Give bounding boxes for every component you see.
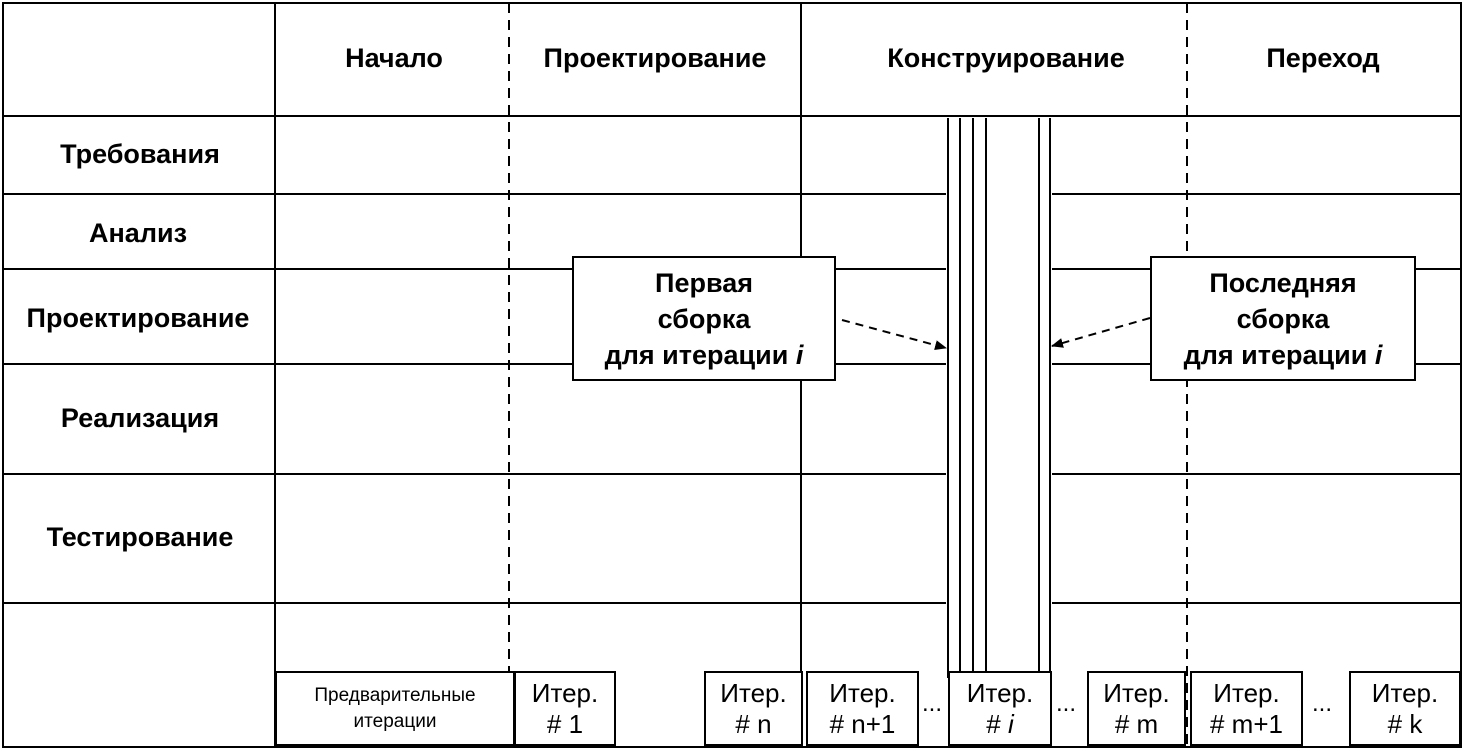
last-build-arrow [1051,317,1151,348]
iteration-n: Итер.# n [704,671,803,746]
ellipsis: ... [1056,690,1077,717]
phase-header-transition: Переход [1266,43,1380,73]
iteration-k: Итер.# k [1349,671,1461,746]
iteration-m-plus-1: Итер.# m+1 [1190,671,1303,746]
discipline-implementation: Реализация [60,403,220,433]
iteration-m: Итер.# m [1087,671,1186,746]
discipline-analysis: Анализ [89,218,187,248]
phase-header-inception: Начало [345,43,443,73]
iteration-i: Итер.# i [948,671,1052,746]
first-build-callout: Первая сборка для итерации i [572,256,836,381]
iteration-1: Итер.# 1 [514,671,616,746]
iteration-build-lines [946,118,1052,678]
discipline-design: Проектирование [26,303,250,333]
phase-header-construction: Конструирование [887,43,1125,73]
iteration-n-plus-1: Итер.# n+1 [806,671,919,746]
phase-header-elaboration: Проектирование [543,43,767,73]
discipline-testing: Тестирование [46,522,234,552]
discipline-requirements: Требования [60,139,220,169]
first-build-arrow [841,319,947,350]
last-build-callout: Последняя сборка для итерации i [1150,256,1416,381]
ellipsis: ... [922,690,943,717]
ellipsis: ... [1312,690,1333,717]
